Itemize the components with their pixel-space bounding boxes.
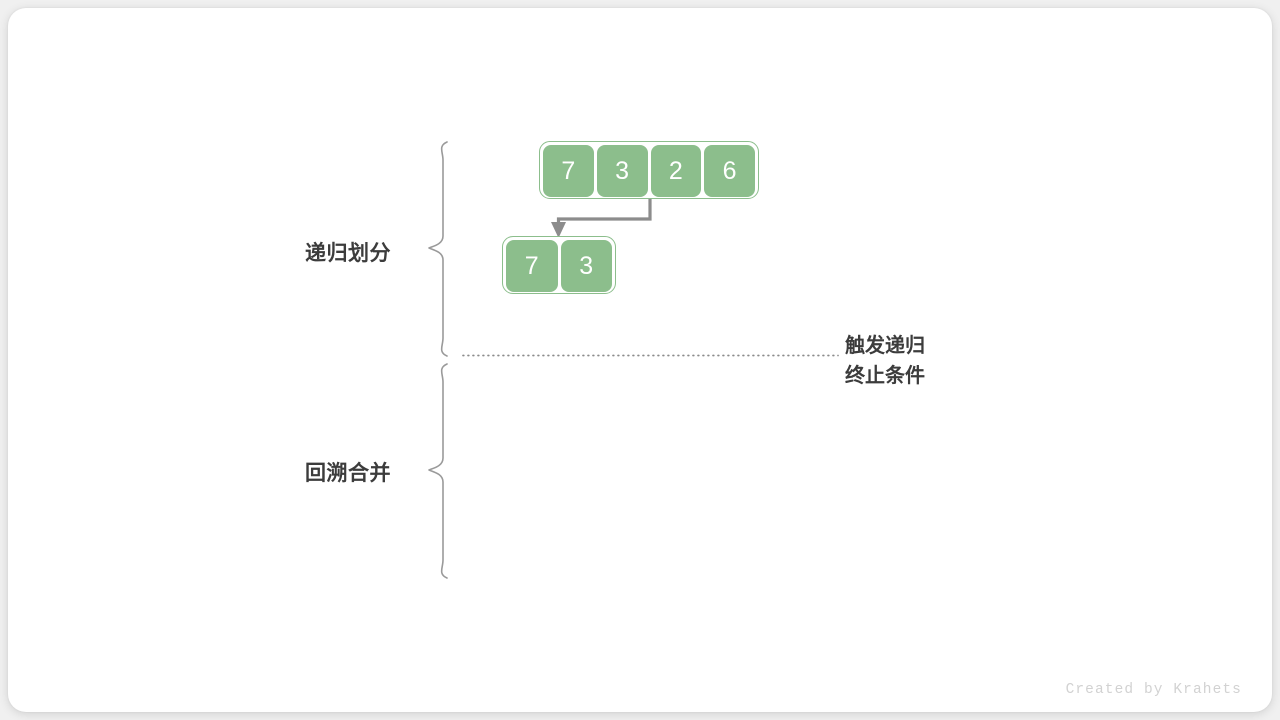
termination-annotation: 触发递归 终止条件 bbox=[845, 331, 925, 391]
phase-label-merge: 回溯合并 bbox=[305, 462, 391, 485]
array-level-0: 7 3 2 6 bbox=[539, 141, 759, 199]
array-level-1-left: 7 3 bbox=[502, 236, 616, 294]
array-cell: 7 bbox=[543, 145, 594, 197]
array-cell: 2 bbox=[650, 145, 702, 197]
credit-text: Created by Krahets bbox=[1065, 682, 1242, 698]
array-cell: 3 bbox=[596, 145, 648, 197]
diagram-card bbox=[8, 8, 1272, 712]
annotation-line-2: 终止条件 bbox=[845, 365, 925, 387]
array-cell: 7 bbox=[506, 240, 558, 292]
array-cell: 6 bbox=[704, 145, 755, 197]
phase-label-divide: 递归划分 bbox=[305, 242, 391, 265]
annotation-line-1: 触发递归 bbox=[845, 335, 925, 357]
array-cell: 3 bbox=[560, 240, 612, 292]
